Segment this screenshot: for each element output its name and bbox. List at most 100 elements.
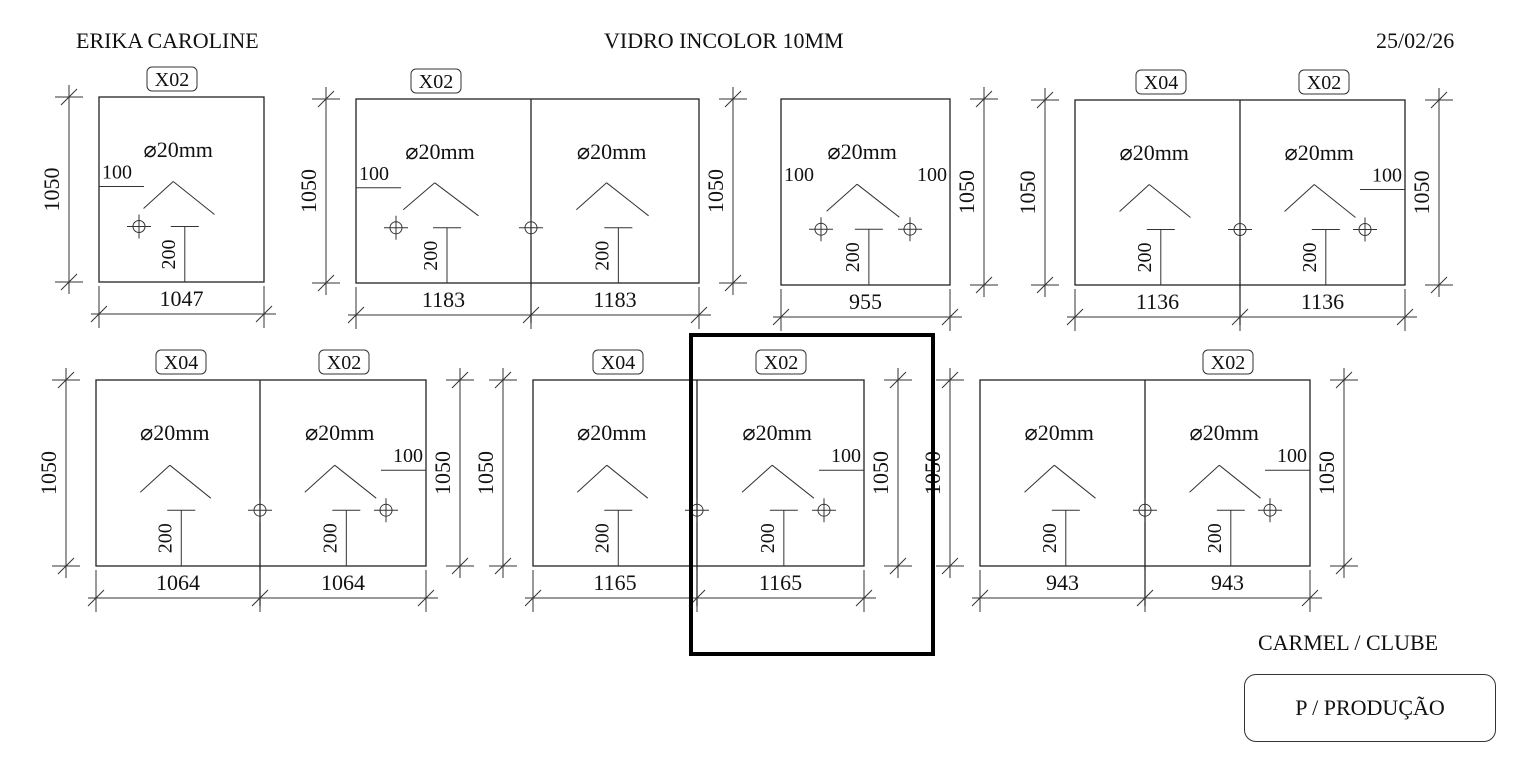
quantity-tag: X04 — [164, 352, 198, 374]
dimension-tick — [1430, 276, 1448, 294]
quantity-tag-box — [592, 349, 644, 375]
width-label: 955 — [849, 289, 882, 314]
dimension-tick — [524, 589, 542, 607]
quantity-tag: X02 — [419, 71, 453, 93]
quantity-tag: X02 — [155, 69, 189, 91]
dimension-tick — [941, 371, 959, 389]
height-label: 1050 — [473, 451, 498, 495]
width-label: 943 — [1211, 570, 1244, 595]
dimension-tick — [1231, 308, 1249, 326]
height-label: 1050 — [36, 451, 61, 495]
quantity-tag: X02 — [764, 352, 798, 374]
dimension-tick — [975, 90, 993, 108]
leader-line — [606, 182, 649, 217]
location-label: CARMEL / CLUBE — [1258, 630, 1439, 655]
dimension-tick — [255, 305, 273, 323]
dimension-tick — [347, 306, 365, 324]
dimension-tick — [1036, 276, 1054, 294]
height-label: 1050 — [1314, 451, 1339, 495]
production-stamp: P / PRODUÇÃO — [1244, 674, 1496, 742]
dimension-tick — [417, 589, 435, 607]
leader-line — [1218, 464, 1261, 499]
leader-line — [143, 181, 174, 209]
hole-height-label: 200 — [319, 523, 341, 553]
dimension-tick — [971, 589, 989, 607]
dimension-tick — [975, 276, 993, 294]
dimension-tick — [57, 371, 75, 389]
quantity-tag: X02 — [327, 352, 361, 374]
leader-line — [1313, 184, 1356, 218]
width-label: 1165 — [759, 570, 802, 595]
leader-line — [402, 182, 436, 211]
hole-height-label: 200 — [1134, 243, 1156, 273]
hole-diameter-note: ⌀20mm — [1024, 420, 1093, 445]
leader-line — [1119, 184, 1150, 212]
edge-offset-label: 100 — [102, 162, 132, 184]
hole-diameter-note: ⌀20mm — [742, 420, 811, 445]
dimension-tick — [1335, 371, 1353, 389]
quantity-tag: X02 — [1211, 352, 1245, 374]
hole-diameter-note: ⌀20mm — [1119, 140, 1188, 165]
quantity-tag: X02 — [1307, 72, 1341, 94]
hole-height-label: 200 — [757, 523, 779, 553]
hole-diameter-note: ⌀20mm — [577, 420, 646, 445]
dimension-tick — [941, 308, 959, 326]
dimension-tick — [1396, 308, 1414, 326]
dimension-tick — [1301, 589, 1319, 607]
height-label: 1050 — [868, 451, 893, 495]
leader-line — [576, 464, 608, 493]
width-label: 1064 — [321, 570, 365, 595]
hole-diameter-note: ⌀20mm — [827, 139, 896, 164]
dimension-tick — [494, 371, 512, 389]
dimension-tick — [690, 306, 708, 324]
width-label: 1183 — [593, 287, 636, 312]
client-name: ERIKA CAROLINE — [76, 28, 259, 53]
glass-panel-outline — [95, 379, 427, 567]
hole-height-label: 200 — [420, 241, 442, 271]
edge-offset-label: 100 — [359, 163, 389, 185]
quantity-tag: X04 — [1144, 72, 1178, 94]
width-label: 1047 — [160, 286, 204, 311]
dimension-tick — [251, 589, 269, 607]
dimension-tick — [451, 371, 469, 389]
dimension-tick — [772, 308, 790, 326]
edge-offset-label: 100 — [1372, 165, 1402, 187]
edge-offset-label: 100 — [917, 164, 947, 186]
dimension-tick — [494, 557, 512, 575]
leader-line — [856, 183, 900, 218]
dimension-tick — [1136, 589, 1154, 607]
glass-panel-outline — [355, 98, 700, 284]
leader-line — [771, 464, 815, 499]
hole-height-label: 200 — [1039, 523, 1061, 553]
leader-line — [606, 464, 649, 499]
dimension-tick — [317, 90, 335, 108]
width-label: 1064 — [156, 570, 200, 595]
width-label: 1183 — [422, 287, 465, 312]
height-label: 1050 — [954, 170, 979, 214]
quantity-tag-box — [1298, 69, 1350, 95]
quantity-tag-box — [755, 349, 807, 375]
hole-diameter-note: ⌀20mm — [143, 137, 212, 162]
dimension-tick — [941, 557, 959, 575]
leader-line — [434, 182, 479, 217]
dimension-tick — [889, 371, 907, 389]
dimension-tick — [57, 557, 75, 575]
material-title: VIDRO INCOLOR 10MM — [604, 28, 844, 53]
quantity-tag-box — [1202, 349, 1254, 375]
hole-diameter-note: ⌀20mm — [1189, 420, 1258, 445]
width-label: 1165 — [593, 570, 636, 595]
glass-panel-outline — [98, 96, 265, 283]
quantity-tag: X04 — [601, 352, 635, 374]
glass-panel-outline — [780, 98, 951, 286]
hole-height-label: 200 — [1204, 523, 1226, 553]
leader-line — [826, 183, 858, 212]
hole-diameter-note: ⌀20mm — [305, 420, 374, 445]
quantity-tag-box — [1135, 69, 1187, 95]
quantity-tag-box — [318, 349, 370, 375]
